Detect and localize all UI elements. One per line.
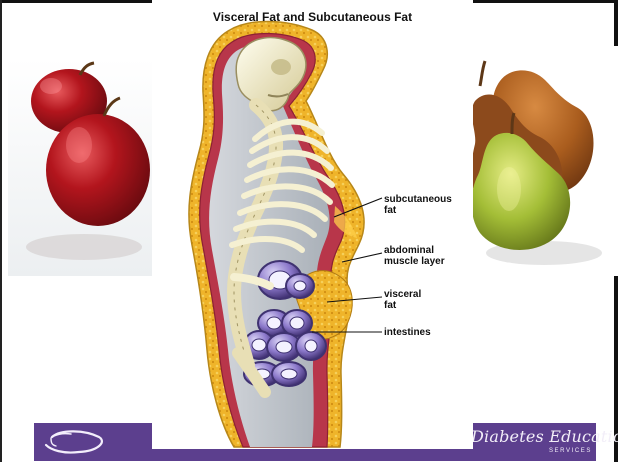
label-abdominal-line-2: muscle layer: [384, 256, 445, 267]
slide-left-border: [0, 0, 2, 462]
label-abdominal-line-1: abdominal: [384, 245, 445, 256]
label-abdominal-muscle-layer: abdominal muscle layer: [384, 245, 445, 267]
label-visceral-line-2: fat: [384, 300, 421, 311]
swirl-logo-icon: [40, 427, 106, 457]
label-visceral-line-1: visceral: [384, 289, 421, 300]
label-visceral-fat: visceral fat: [384, 289, 421, 311]
label-intestines: intestines: [384, 327, 431, 338]
brand-sub-text: SERVICES: [549, 448, 592, 454]
brand-main-text: Diabetes Education: [471, 427, 596, 446]
label-subcutaneous-fat: subcutaneous fat: [384, 194, 452, 216]
brand-wordmark: Diabetes Education SERVICES: [471, 424, 596, 460]
apples-photo: [8, 58, 152, 276]
diagram-panel: Visceral Fat and Subcutaneous Fat subcut…: [152, 0, 473, 449]
label-subcutaneous-line-1: subcutaneous: [384, 194, 452, 205]
label-subcutaneous-line-2: fat: [384, 205, 452, 216]
pears-photo: [470, 46, 618, 276]
label-intestines-line-1: intestines: [384, 327, 431, 338]
anatomy-diagram: [152, 0, 473, 449]
diagram-title: Visceral Fat and Subcutaneous Fat: [152, 10, 473, 24]
